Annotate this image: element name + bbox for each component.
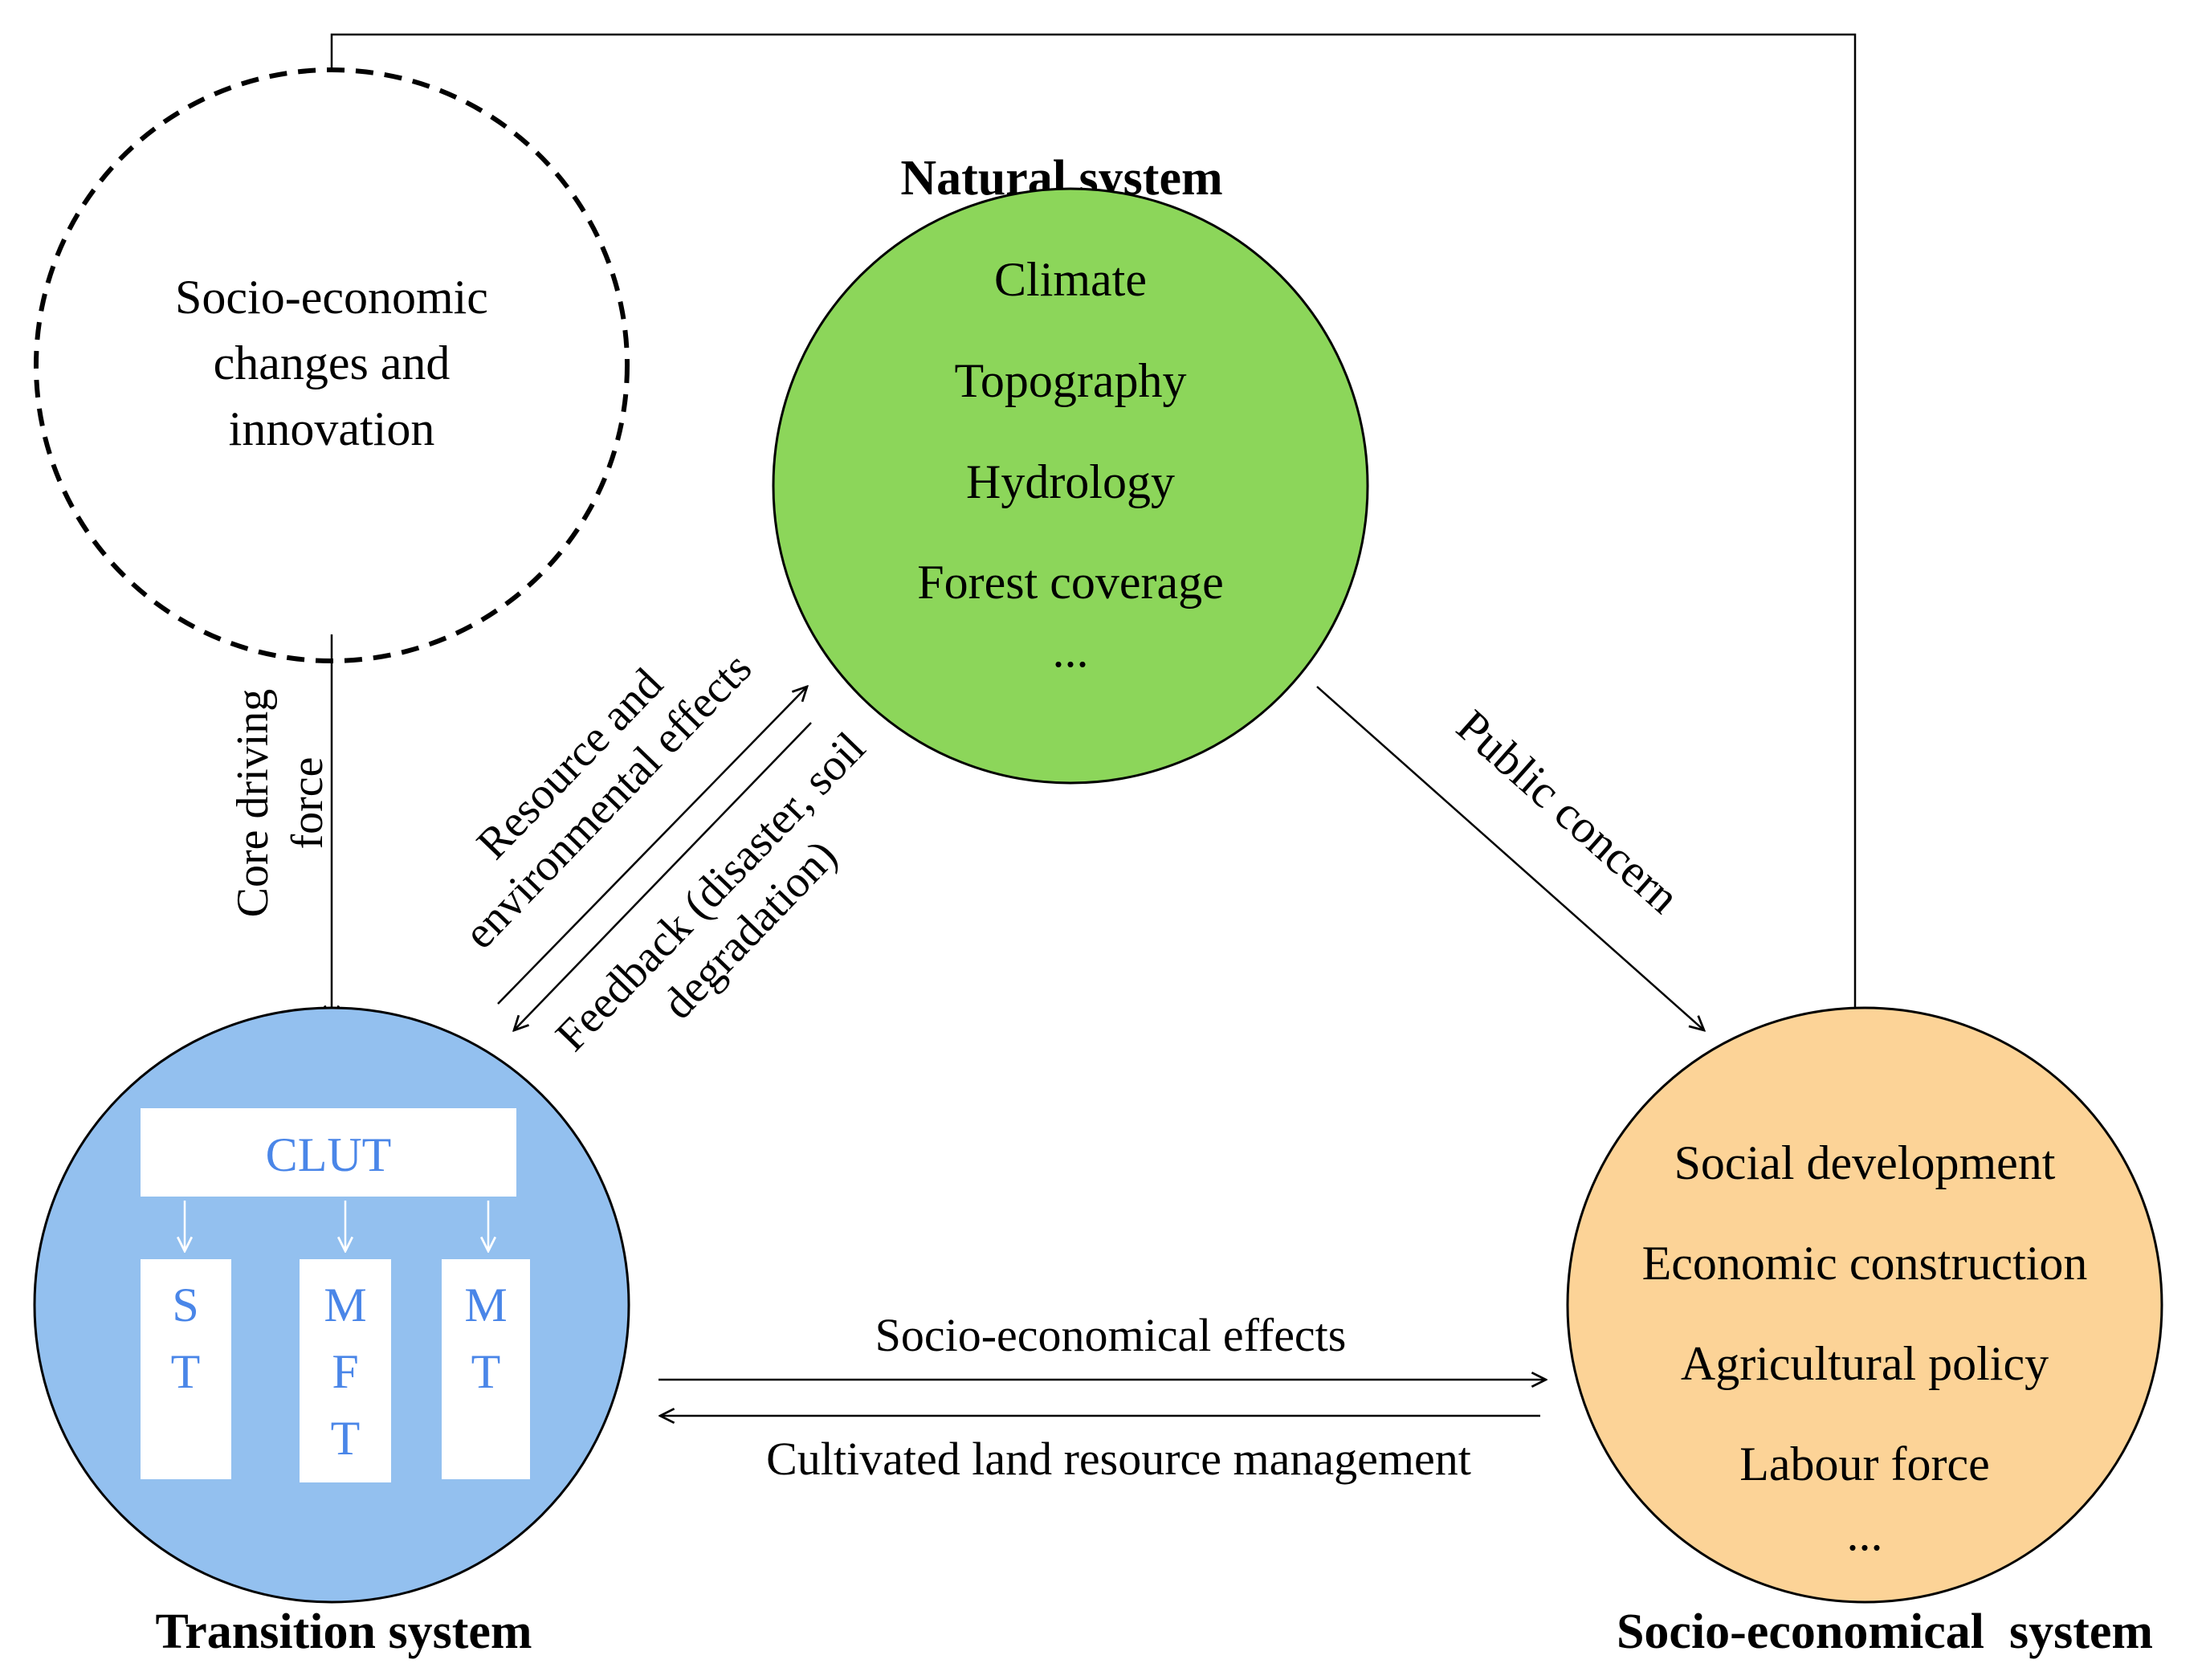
driver-line-1: Socio-economic [175,271,488,324]
mt-char-1: M [464,1278,507,1331]
feedback-arrow [514,722,812,1030]
public-concern-arrow [1316,686,1704,1030]
core-driving-label: Core driving force [228,689,332,918]
mft-box [300,1259,391,1482]
driver-line-3: innovation [229,402,435,455]
natural-item-topography: Topography [954,354,1186,407]
loop-connector [332,33,1857,1028]
clut-box [141,1108,516,1197]
socio-item-social: Social development [1674,1136,2056,1189]
transition-system-title: Transition system [155,1605,532,1659]
feedback-line-1: Feedback (disaster, soil [546,723,875,1061]
socio-node: Social development Economic construction… [1566,1006,2163,1604]
mt-char-2: T [471,1345,501,1398]
public-concern-label: Public concern [1447,699,1690,924]
public-concern-text: Public concern [1447,699,1690,924]
management-label: Cultivated land resource management [766,1433,1471,1485]
natural-item-hydrology: Hydrology [966,455,1175,508]
mt-box [442,1259,530,1479]
core-driving-line-1: Core driving [228,689,278,918]
natural-node: Climate Topography Hydrology Forest cove… [772,187,1369,785]
st-box [141,1259,231,1479]
socio-item-agricultural: Agricultural policy [1681,1337,2049,1390]
socio-item-labour: Labour force [1739,1437,1989,1490]
socio-item-economic: Economic construction [1642,1237,2088,1290]
natural-item-climate: Climate [994,253,1147,306]
socio-effects-label: Socio-economical effects [875,1309,1347,1361]
transition-node: CLUT S T M F T M T [33,1006,630,1604]
st-char-2: T [171,1345,201,1398]
natural-item-ellipsis: ... [1053,624,1089,677]
socio-item-ellipsis: ... [1847,1507,1883,1560]
mft-char-2: F [332,1345,358,1398]
driver-node: Socio-economic changes and innovation [34,67,630,663]
core-driving-line-2: force [283,756,332,849]
st-char-1: S [172,1278,198,1331]
resource-effects-arrow [497,687,807,1005]
socio-system-title: Socio-economical system [1617,1605,2153,1659]
natural-item-forest: Forest coverage [917,556,1224,609]
mft-char-1: M [324,1278,366,1331]
mft-char-3: T [331,1412,361,1465]
clut-label: CLUT [266,1128,392,1181]
driver-line-2: changes and [214,336,451,389]
